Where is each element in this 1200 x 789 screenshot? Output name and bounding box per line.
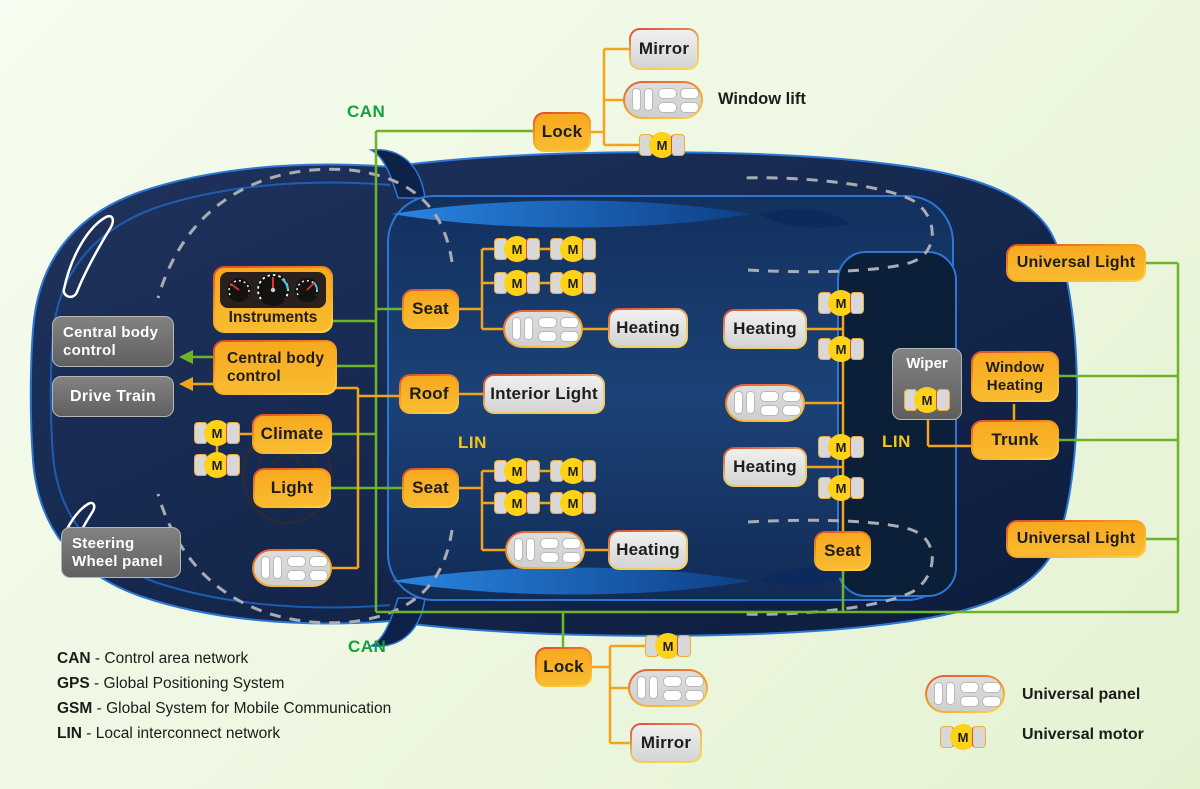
car-rear-deck [837,251,957,597]
can-label-bottom: CAN [348,637,387,656]
node-roof[interactable]: Roof [399,374,459,414]
wiper-label: Wiper [906,355,948,372]
universal-motor-icon: M [818,290,864,316]
universal-motor-icon: M [639,132,685,158]
node-seat-rear[interactable]: Seat [814,531,871,571]
node-lock-top[interactable]: Lock [533,112,591,152]
node-lock-bottom[interactable]: Lock [535,647,592,687]
node-light[interactable]: Light [253,468,331,508]
windshield-front [392,200,750,228]
lin-arrowhead [179,377,193,391]
node-universal-light-bottom[interactable]: Universal Light [1006,520,1146,558]
can-label-top: CAN [347,102,386,121]
legend-row: CAN - Control area network [57,650,249,667]
instruments-label: Instruments [228,309,318,326]
universal-panel-key-label: Universal panel [1022,686,1141,703]
node-instruments[interactable]: Instruments [213,266,333,333]
windshield-rear [392,567,750,595]
node-interior-light[interactable]: Interior Light [483,374,605,414]
universal-motor-icon: M [194,420,240,446]
legend-row: GSM - Global System for Mobile Communica… [57,700,392,717]
node-heating-rear-bottom[interactable]: Heating [723,447,807,487]
node-climate[interactable]: Climate [252,414,332,454]
node-mirror-top[interactable]: Mirror [629,28,699,70]
universal-motor-icon: M [550,490,596,516]
universal-motor-icon: M [940,724,986,750]
node-mirror-bottom[interactable]: Mirror [630,723,702,763]
universal-panel-icon [623,81,703,119]
universal-motor-icon: M [494,490,540,516]
universal-panel-icon [725,384,805,422]
label-steering-wheel-panel: Steering Wheel panel [61,527,181,578]
node-window-heating[interactable]: Window Heating [971,351,1059,402]
universal-motor-icon: M [550,236,596,262]
node-trunk[interactable]: Trunk [971,420,1059,460]
node-universal-light-top[interactable]: Universal Light [1006,244,1146,282]
node-wiper[interactable]: Wiper M [892,348,962,420]
universal-motor-icon: M [904,387,950,413]
window-lift-label: Window lift [718,90,806,108]
universal-motor-icon: M [645,633,691,659]
door-seams [156,167,934,625]
universal-motor-icon: M [494,270,540,296]
universal-panel-icon [925,675,1005,713]
universal-motor-icon: M [194,452,240,478]
rear-glass-bottom [758,567,850,586]
gauge-cluster-image [220,272,326,308]
universal-motor-icon: M [550,458,596,484]
side-mirror-bottom [368,597,426,647]
lin-label-front: LIN [458,433,487,452]
abbreviation-legend: CAN - Control area network GPS - Global … [57,646,391,746]
node-seat-mid[interactable]: Seat [402,468,459,508]
lin-label-rear: LIN [882,432,911,451]
universal-motor-key-label: Universal motor [1022,726,1144,743]
node-heating-front[interactable]: Heating [608,308,688,348]
universal-motor-icon: M [494,236,540,262]
label-central-body-control: Central body control [52,316,174,367]
node-seat-front[interactable]: Seat [402,289,459,329]
node-central-body-control[interactable]: Central body control [213,340,337,395]
universal-panel-icon [503,310,583,348]
universal-motor-icon: M [494,458,540,484]
node-heating-rear-top[interactable]: Heating [723,309,807,349]
universal-panel-icon [628,669,708,707]
can-bus-lines [192,129,1180,647]
can-arrowhead [179,350,193,364]
car-body-crease [49,181,391,609]
universal-motor-icon: M [818,434,864,460]
node-heating-mid[interactable]: Heating [608,530,688,570]
universal-panel-icon [252,549,332,587]
legend-row: GPS - Global Positioning System [57,675,285,692]
legend-row: LIN - Local interconnect network [57,725,281,742]
universal-motor-icon: M [818,475,864,501]
label-drive-train: Drive Train [52,376,174,417]
universal-motor-icon: M [818,336,864,362]
universal-panel-icon [505,531,585,569]
rear-glass-top [758,209,850,228]
universal-motor-icon: M [550,270,596,296]
